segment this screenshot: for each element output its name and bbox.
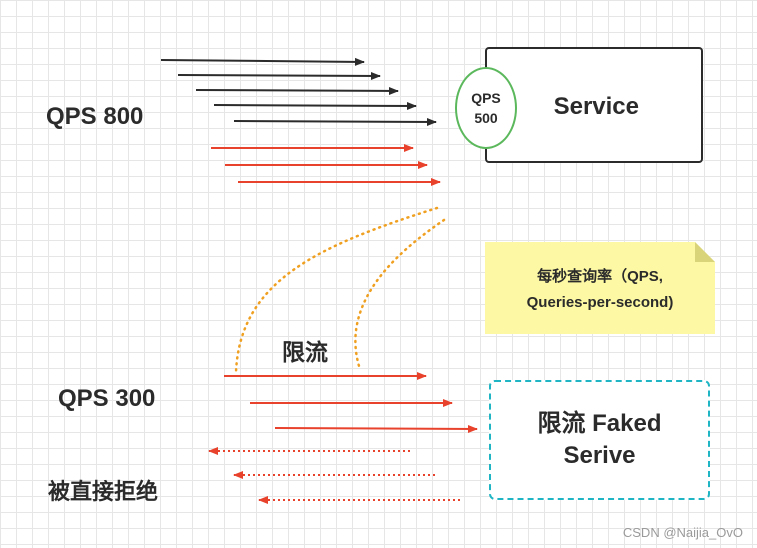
rejected-label: 被直接拒绝 (48, 479, 159, 504)
capacity-line-2: 500 (474, 110, 498, 126)
faked-service-line-2: Serive (563, 442, 636, 469)
note-line-2: Queries-per-second) (526, 294, 674, 311)
redirect-curve-2 (354, 218, 446, 368)
rate-limit-label: 限流 (282, 339, 328, 365)
capacity-line-1: QPS (471, 90, 501, 106)
incoming-arrow-4 (213, 101, 417, 110)
incoming-arrow-5 (233, 117, 437, 126)
service-capacity-circle: QPS 500 (455, 67, 517, 149)
qps-definition-note: 每秒查询率（QPS, Queries-per-second) (485, 242, 715, 334)
qps-300-label: QPS 300 (58, 385, 156, 412)
note-line-1: 每秒查询率（QPS, (537, 268, 663, 285)
service-box: Service (485, 47, 703, 163)
qps-800-label: QPS 800 (46, 103, 144, 130)
incoming-arrow-1 (160, 57, 365, 66)
limited-arrow-3 (274, 424, 478, 433)
faked-service-box: 限流 Faked Serive (489, 380, 710, 500)
incoming-arrow-2 (177, 71, 381, 80)
redirect-curve-1 (234, 206, 439, 374)
incoming-arrow-3 (195, 86, 399, 95)
service-label: Service (553, 93, 639, 120)
watermark: CSDN @Naijia_OvO (622, 525, 743, 540)
faked-service-line-1: 限流 Faked (537, 410, 662, 437)
